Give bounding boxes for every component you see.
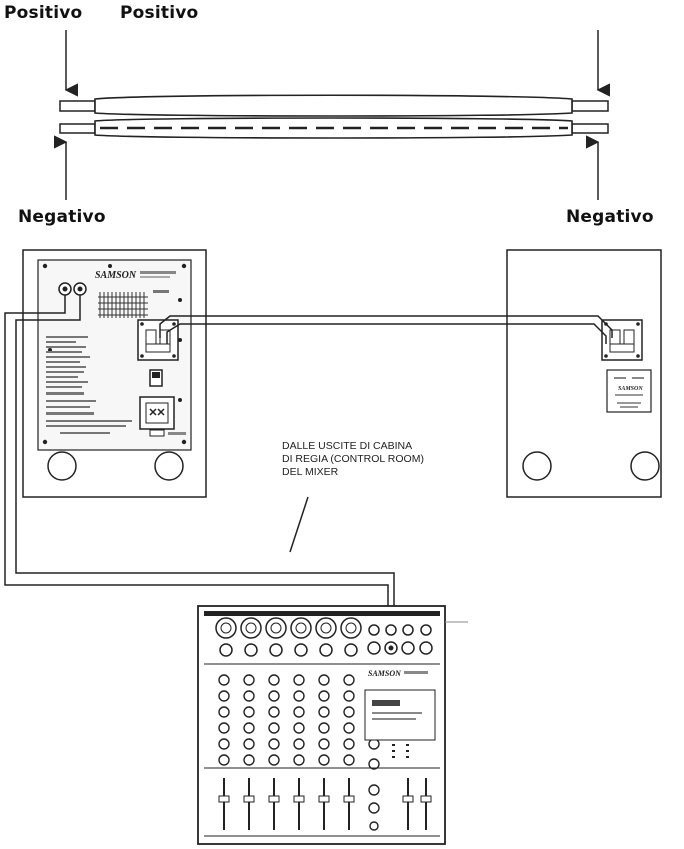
channel-faders bbox=[218, 778, 432, 830]
mixer-output-jacks bbox=[367, 624, 433, 655]
mixer-output-note: DALLE USCITE DI CABINA DI REGIA (CONTROL… bbox=[282, 440, 424, 479]
speaker-link-cable bbox=[159, 315, 613, 344]
negative-label-left: Negativo bbox=[18, 207, 106, 227]
note-line-2: DI REGIA (CONTROL ROOM) bbox=[282, 453, 424, 465]
mixer: SAMSON bbox=[197, 605, 468, 845]
samson-logo-passive: SAMSON bbox=[618, 386, 643, 392]
positive-label-second: Positivo bbox=[120, 3, 199, 23]
passive-foot-right bbox=[630, 451, 660, 481]
note-line-1: DALLE USCITE DI CABINA bbox=[282, 440, 413, 452]
speaker-foot-left bbox=[47, 451, 77, 481]
speaker-cable bbox=[59, 94, 609, 139]
speaker-foot-right bbox=[154, 451, 184, 481]
speaker-output-terminal bbox=[137, 319, 179, 361]
samson-logo-speaker: SAMSON bbox=[95, 270, 137, 281]
passive-speaker: SAMSON bbox=[506, 249, 662, 498]
note-pointer-line bbox=[289, 496, 309, 553]
negative-label-right: Negativo bbox=[566, 207, 654, 227]
note-line-3: DEL MIXER bbox=[282, 466, 339, 478]
passive-speaker-terminal bbox=[601, 319, 643, 361]
samson-logo-mixer: SAMSON bbox=[368, 669, 402, 678]
passive-foot-left bbox=[522, 451, 552, 481]
powered-speaker: SAMSON bbox=[22, 249, 207, 498]
positive-label-left: Positivo bbox=[4, 3, 83, 23]
master-section bbox=[364, 689, 436, 741]
xlr-inputs bbox=[215, 617, 362, 639]
mixer-output-cables bbox=[4, 295, 395, 633]
